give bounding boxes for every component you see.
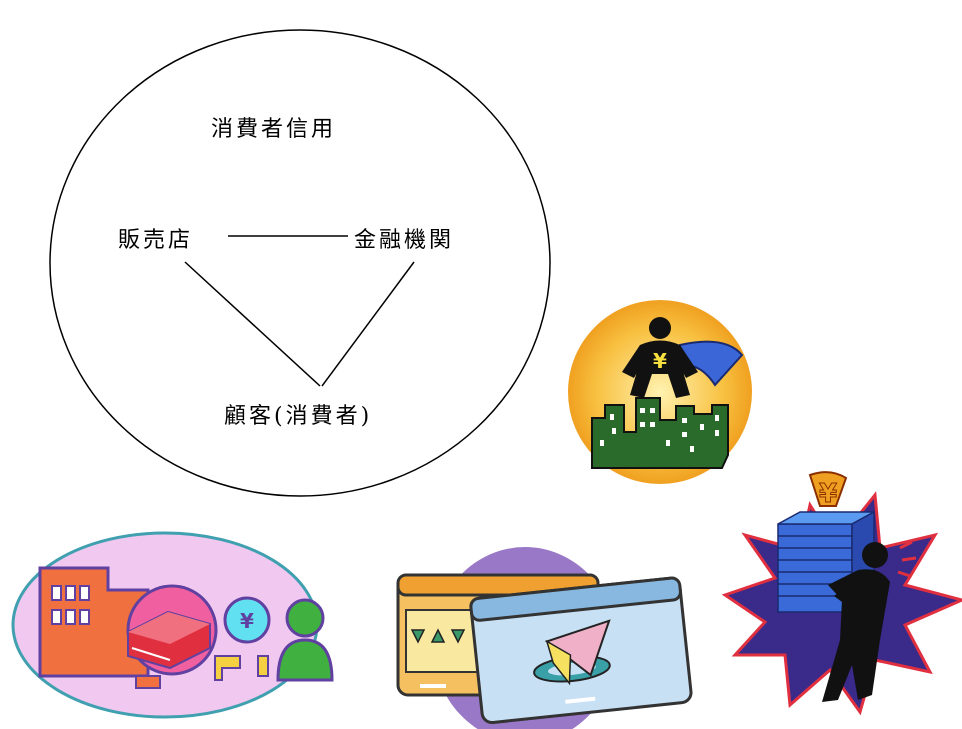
edge-financial-customer: [321, 261, 415, 387]
edge-retailer-customer: [184, 261, 321, 387]
shop-card-person-illustration: ¥: [11, 531, 334, 719]
yen-symbol: ¥: [653, 349, 667, 373]
cards-screens-illustration: [396, 547, 693, 729]
node-customer: 顧客(消費者): [224, 404, 373, 429]
node-financial-institution: 金融機関: [354, 228, 455, 253]
consumer-credit-circle: [49, 29, 551, 497]
yen-burden-symbol: ¥: [819, 479, 837, 509]
yen-hero-illustration: ¥: [568, 300, 752, 484]
yen-coin-symbol: ¥: [240, 609, 254, 633]
debt-burden-illustration: ¥: [721, 471, 962, 716]
diagram-title: 消費者信用: [211, 117, 337, 142]
node-retailer: 販売店: [118, 228, 194, 253]
